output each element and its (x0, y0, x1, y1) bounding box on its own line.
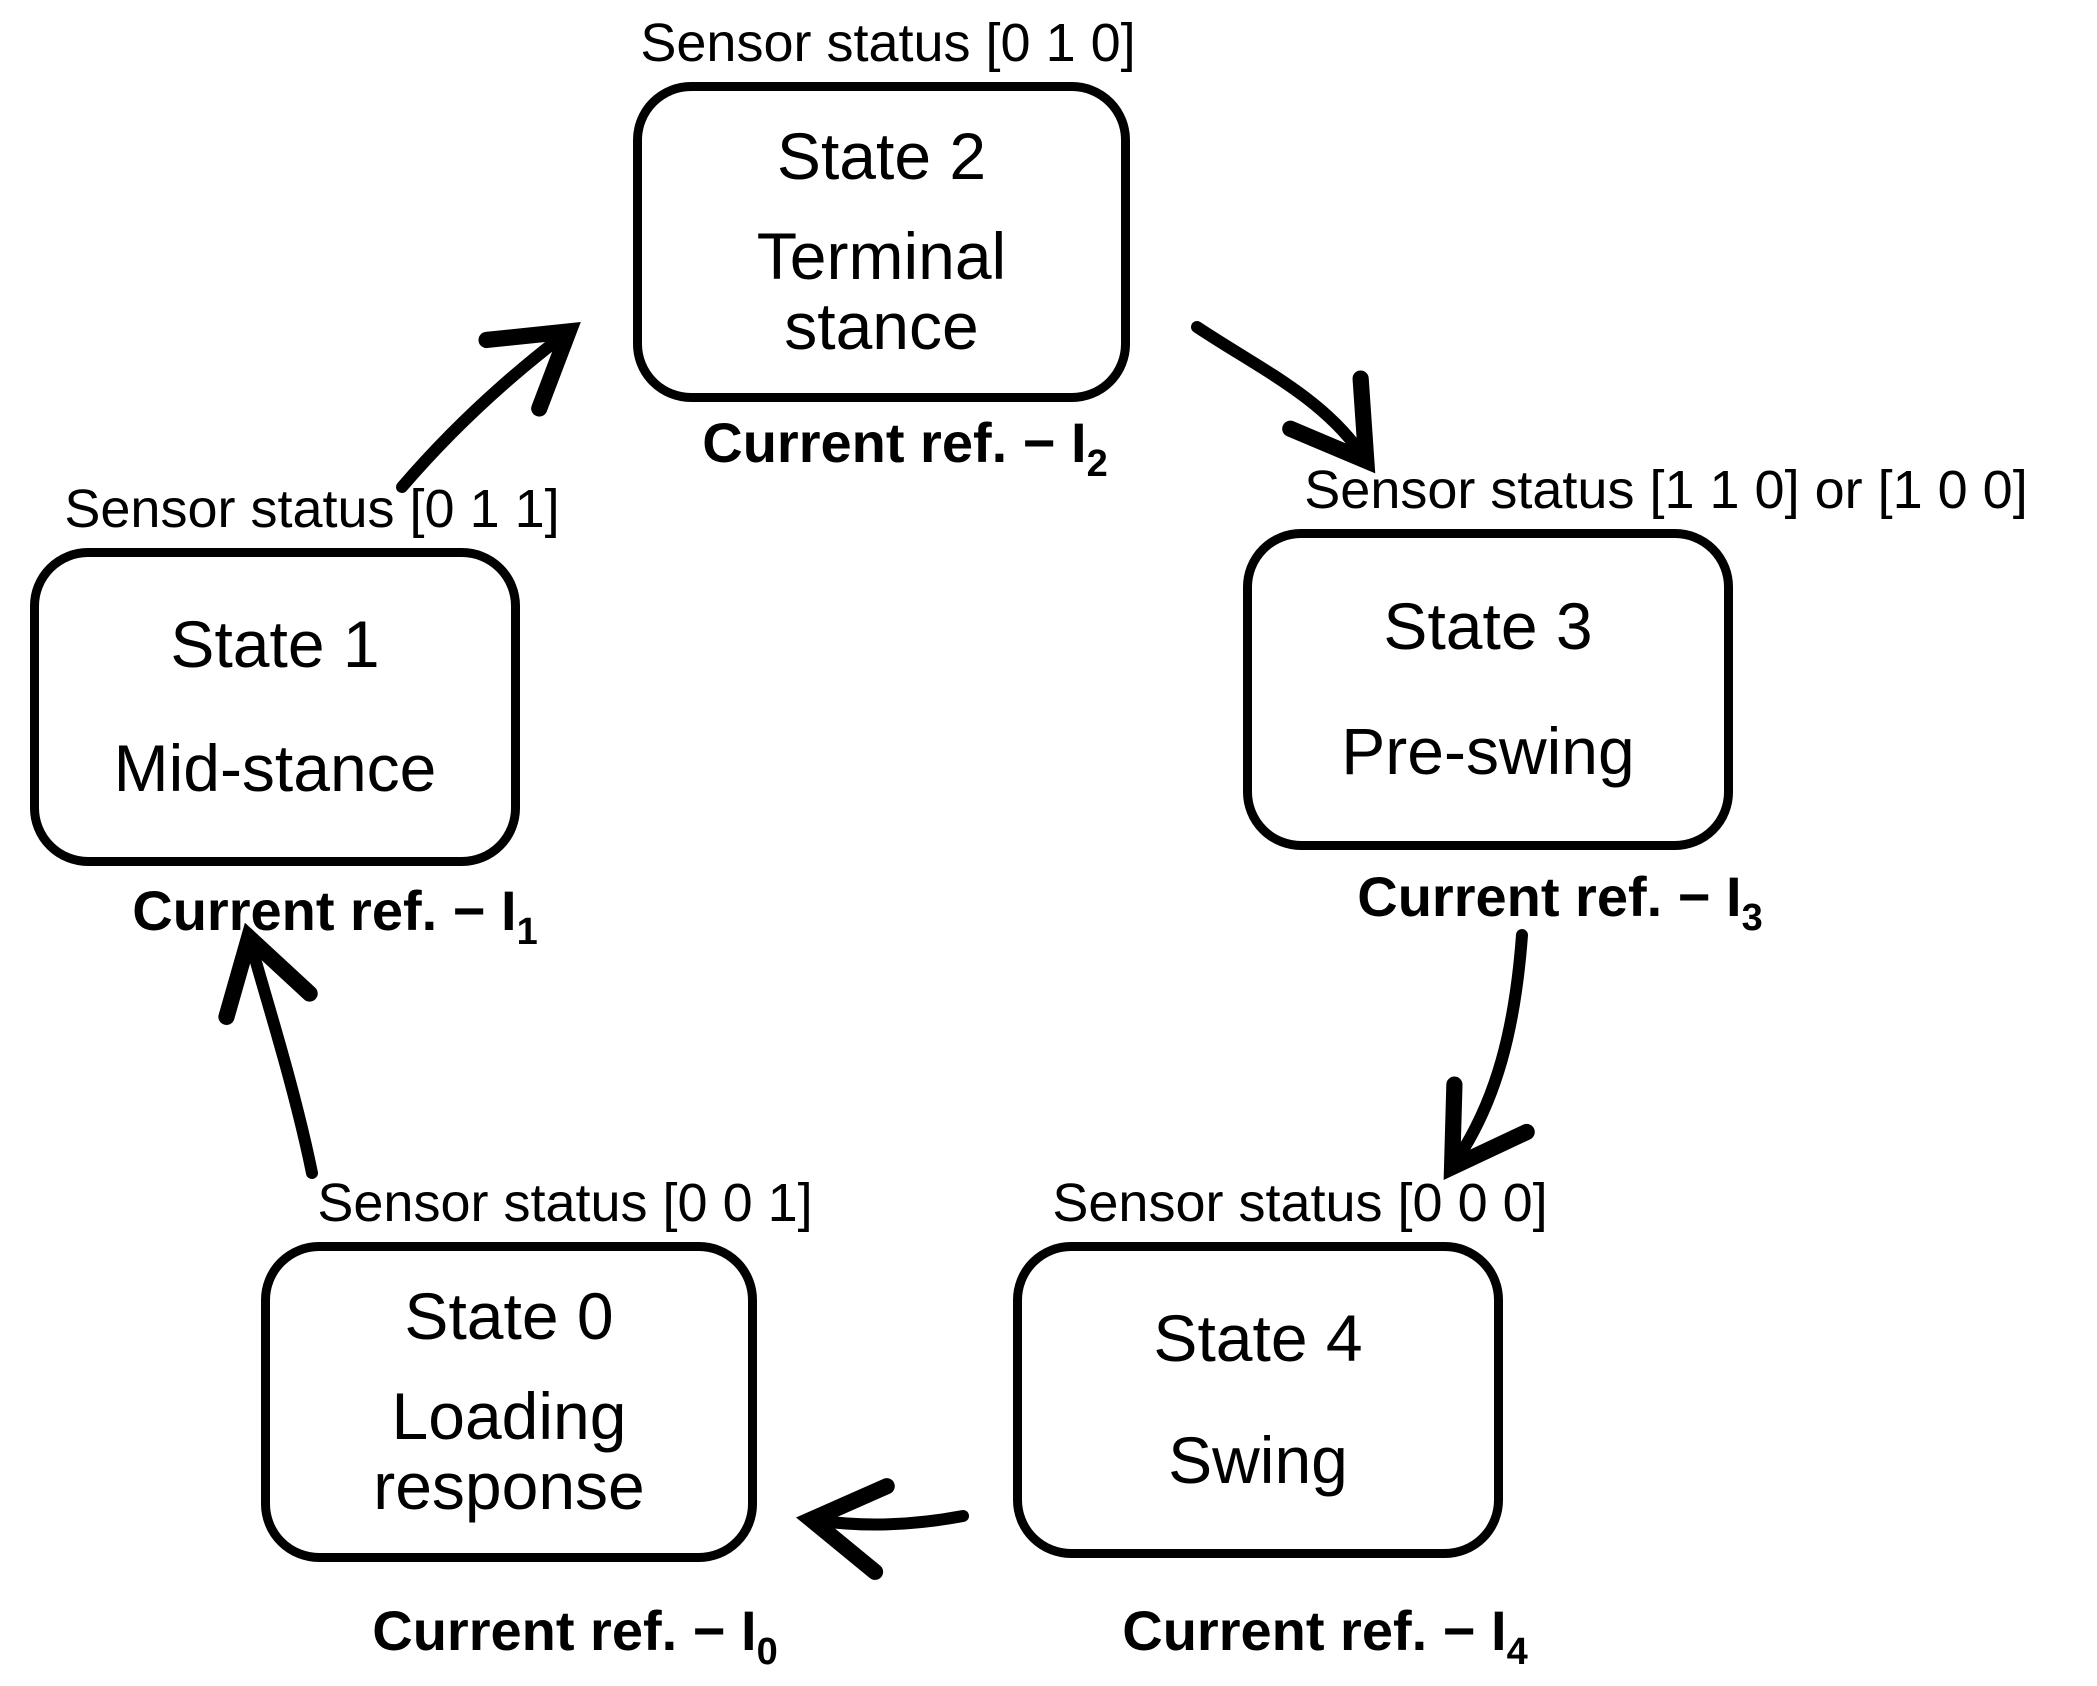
current-ref-label-state-3: Current ref. − I3 (1357, 865, 1762, 938)
current-ref-label-state-0: Current ref. − I0 (372, 1599, 777, 1672)
sensor-status-label-state-4: Sensor status [0 0 0] (1052, 1173, 1548, 1233)
state-3-phase: Pre-swing (1341, 713, 1635, 788)
state-1-title: State 1 (170, 607, 380, 682)
current-ref-label-state-1: Current ref. − I1 (132, 879, 537, 952)
state-2-title: State 2 (776, 118, 987, 193)
state-node-2: State 2 Terminal stance (633, 82, 1130, 402)
current-ref-subscript: 2 (1086, 443, 1108, 485)
current-ref-subscript: 4 (1506, 1631, 1528, 1673)
current-ref-subscript: 1 (516, 911, 538, 953)
state-3-title: State 3 (1383, 589, 1593, 664)
state-node-0: State 0 Loading response (261, 1242, 757, 1562)
current-ref-label-state-4: Current ref. − I4 (1122, 1599, 1527, 1672)
transition-arrow-state1-to-state2 (396, 321, 581, 493)
sensor-status-label-state-1: Sensor status [0 1 1] (64, 479, 560, 539)
current-ref-text: Current ref. − I (132, 879, 517, 942)
state-node-4: State 4 Swing (1013, 1242, 1503, 1558)
sensor-status-label-state-2: Sensor status [0 1 0] (640, 13, 1136, 73)
sensor-status-label-state-0: Sensor status [0 0 1] (317, 1173, 813, 1233)
state-0-phase: Loading response (373, 1379, 645, 1524)
current-ref-text: Current ref. − I (372, 1599, 757, 1662)
state-4-title: State 4 (1153, 1300, 1363, 1375)
state-node-1: State 1 Mid-stance (30, 548, 520, 866)
current-ref-label-state-2: Current ref. − I2 (702, 411, 1107, 484)
current-ref-text: Current ref. − I (1122, 1599, 1507, 1662)
state-4-phase: Swing (1168, 1423, 1348, 1498)
transition-arrow-state2-to-state3 (1191, 321, 1376, 474)
current-ref-text: Current ref. − I (1357, 865, 1742, 928)
state-node-3: State 3 Pre-swing (1243, 529, 1733, 850)
state-0-title: State 0 (404, 1278, 614, 1353)
transition-arrow-state4-to-state0 (795, 1478, 969, 1580)
current-ref-subscript: 3 (1741, 897, 1763, 939)
sensor-status-label-state-3: Sensor status [1 1 0] or [1 0 0] (1304, 460, 2028, 520)
transition-arrow-state0-to-state1 (218, 922, 318, 1179)
state-1-phase: Mid-stance (113, 730, 437, 805)
transition-arrow-state3-to-state4 (1443, 929, 1535, 1180)
current-ref-subscript: 0 (756, 1631, 778, 1673)
state-2-phase: Terminal stance (756, 219, 1007, 364)
current-ref-text: Current ref. − I (702, 411, 1087, 474)
